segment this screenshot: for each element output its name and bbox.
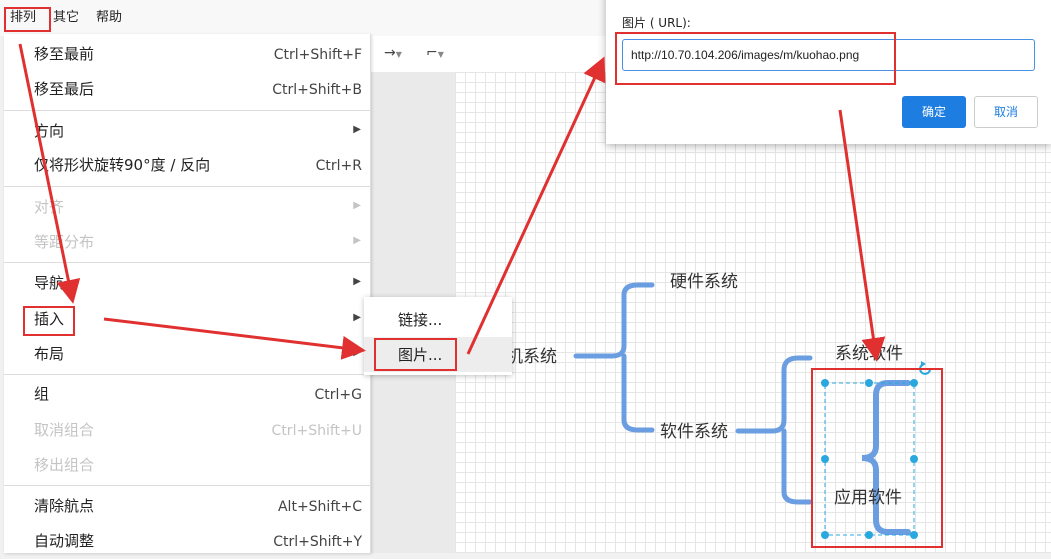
submenu-arrow-icon: ▶: [353, 276, 361, 287]
menu-item-bring-to-front[interactable]: 移至最前 Ctrl+Shift+F: [34, 45, 362, 63]
submenu-arrow-icon: ▶: [353, 312, 361, 323]
menu-item-direction[interactable]: 方向 ▶: [34, 122, 361, 140]
annotation-box-result: [811, 368, 943, 548]
menu-item-rotate[interactable]: 仅将形状旋转90°度 / 反向 Ctrl+R: [34, 156, 362, 174]
system-software-label: 系统软件: [835, 344, 903, 364]
menu-item-group[interactable]: 组 Ctrl+G: [34, 385, 362, 403]
waypoint-icon[interactable]: ⌐▼: [426, 45, 444, 61]
menu-item-remove-from-group: 移出组合: [34, 456, 95, 474]
arrow-right-icon[interactable]: →▼: [384, 45, 402, 61]
menu-item-send-to-back[interactable]: 移至最后 Ctrl+Shift+B: [34, 80, 362, 98]
menu-separator: [4, 110, 370, 111]
software-brace: [735, 355, 813, 505]
image-url-dialog: 图片 ( URL): 确定 取消: [606, 0, 1051, 144]
submenu-arrow-icon: ▶: [353, 347, 361, 358]
menu-arrange[interactable]: 排列: [10, 10, 37, 25]
image-url-input[interactable]: [622, 39, 1035, 71]
menu-separator: [4, 186, 370, 187]
software-node-label: 软件系统: [660, 422, 728, 442]
arrange-dropdown-menu: 移至最前 Ctrl+Shift+F 移至最后 Ctrl+Shift+B 方向 ▶…: [4, 34, 371, 553]
menu-item-layout[interactable]: 布局 ▶: [34, 345, 361, 363]
menu-other[interactable]: 其它: [53, 10, 80, 25]
menu-item-distribute: 等距分布 ▶: [34, 233, 361, 251]
submenu-arrow-icon: ▶: [353, 200, 361, 211]
annotation-box-menu: [4, 7, 51, 32]
menu-separator: [4, 485, 370, 486]
menu-separator: [4, 262, 370, 263]
root-node-label: 机系统: [506, 347, 557, 367]
selection-handles: [821, 379, 918, 539]
submenu-arrow-icon: ▶: [353, 235, 361, 246]
menu-help[interactable]: 帮助: [96, 10, 123, 25]
main-brace: [573, 282, 655, 433]
annotation-box-insert: [23, 306, 75, 336]
image-url-label: 图片 ( URL):: [622, 16, 691, 30]
menu-item-navigation[interactable]: 导航 ▶: [34, 274, 361, 292]
app-software-label: 应用软件: [834, 488, 902, 508]
annotation-box-image: [374, 338, 457, 371]
submenu-item-link[interactable]: 链接...: [398, 311, 443, 329]
menu-separator: [4, 374, 370, 375]
menu-item-insert[interactable]: 插入 ▶: [34, 310, 361, 328]
menu-item-clear-waypoints[interactable]: 清除航点 Alt+Shift+C: [34, 497, 362, 515]
submenu-arrow-icon: ▶: [353, 124, 361, 135]
inserted-brace-image: [861, 380, 911, 535]
menu-item-autosize[interactable]: 自动调整 Ctrl+Shift+Y: [34, 532, 362, 550]
cancel-button[interactable]: 取消: [974, 96, 1038, 128]
annotation-box-url: [615, 32, 896, 85]
hardware-node-label: 硬件系统: [670, 272, 738, 292]
menu-item-ungroup: 取消组合 Ctrl+Shift+U: [34, 421, 362, 439]
menu-item-align: 对齐 ▶: [34, 198, 361, 216]
ok-button[interactable]: 确定: [902, 96, 966, 128]
